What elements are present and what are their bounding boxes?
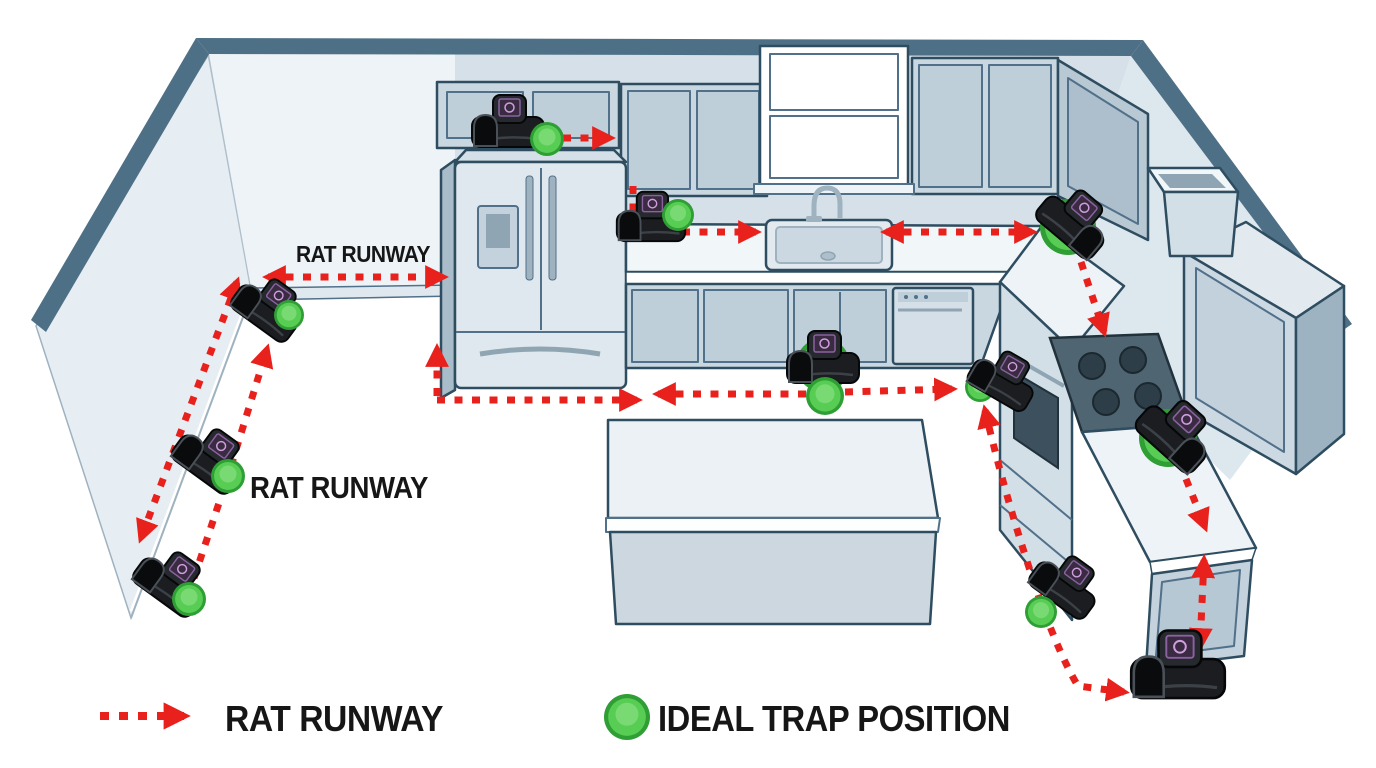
- kitchen-illustration: [31, 38, 1352, 670]
- runway-label-upper: RAT RUNWAY: [296, 241, 430, 267]
- trap-position-marker: [662, 199, 694, 231]
- burner: [1119, 346, 1147, 374]
- fridge: [439, 148, 628, 400]
- trap-position-marker: [1025, 596, 1057, 628]
- upper-cabinets: [435, 56, 1150, 242]
- island-front: [608, 530, 938, 626]
- fridge-handle: [548, 175, 557, 281]
- trap-position-marker: [172, 582, 206, 616]
- trap-position-marker: [806, 377, 844, 415]
- legend: RAT RUNWAY IDEAL TRAP POSITION: [100, 694, 1011, 740]
- dishwasher: [891, 286, 975, 366]
- freezer-handle: [479, 346, 601, 357]
- runway-arrow: [844, 377, 958, 402]
- runway-arrow: [190, 498, 224, 580]
- legend-runway-label: RAT RUNWAY: [225, 698, 443, 739]
- burner: [1078, 352, 1106, 380]
- kitchen-island: [605, 418, 941, 626]
- trap-position-marker: [211, 459, 245, 493]
- trap-position-marker: [604, 694, 650, 740]
- runway-arrow: [1077, 260, 1110, 338]
- window-upper-sash: [769, 53, 899, 111]
- legend-trap-marker-icon: [604, 694, 650, 740]
- runway-arrow: [1188, 554, 1216, 652]
- legend-trap-label: IDEAL TRAP POSITION: [658, 698, 1010, 739]
- burner: [1134, 382, 1162, 410]
- back-wall-left-section: [209, 54, 455, 293]
- left-wall-band: [31, 38, 209, 332]
- top-wall-band: [196, 38, 1143, 56]
- sink: [764, 185, 894, 272]
- trap-position-marker: [530, 122, 564, 156]
- runway-arrow: [136, 276, 242, 544]
- trap-position-marker: [274, 300, 304, 330]
- faucet: [811, 185, 843, 220]
- burner: [1092, 388, 1120, 416]
- runway-label-lower: RAT RUNWAY: [250, 470, 429, 505]
- open-bin: [1146, 166, 1240, 258]
- sink-drain: [820, 251, 836, 261]
- left-wall-crease: [207, 55, 254, 294]
- window: [753, 44, 915, 195]
- diagram-labels: RAT RUNWAY RAT RUNWAY: [250, 241, 431, 505]
- window-lower-sash: [769, 115, 899, 179]
- fridge-handle: [525, 175, 534, 281]
- traps-layer: [128, 93, 1227, 700]
- island-top: [606, 418, 940, 520]
